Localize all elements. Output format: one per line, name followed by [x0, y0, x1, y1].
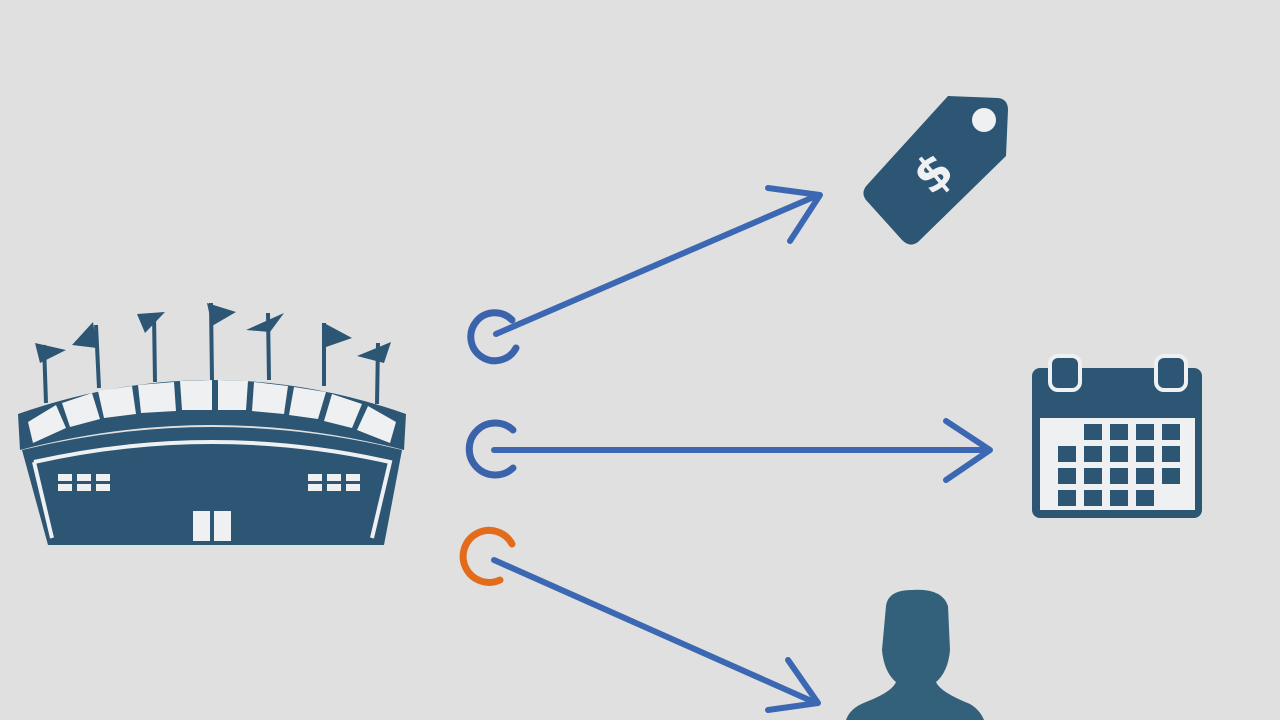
- flag-1: [35, 343, 66, 404]
- connector-node-middle: [465, 419, 517, 479]
- calendar-grid: [1058, 424, 1180, 506]
- flag-6: [322, 323, 352, 386]
- stadium-icon: [18, 302, 406, 545]
- flag-5: [246, 312, 284, 381]
- flag-3: [137, 312, 165, 383]
- price-tag-hole: [972, 108, 996, 132]
- arrow-to-person: [491, 557, 821, 713]
- connector-node-top: [467, 309, 520, 365]
- stadium-door: [193, 511, 231, 541]
- connector-node-bottom: [459, 526, 516, 586]
- arrow-to-price-tag: [493, 185, 823, 337]
- stadium-body: [22, 427, 402, 545]
- arrow-to-calendar: [491, 418, 993, 483]
- stadium-flags: [35, 302, 391, 405]
- flag-2: [72, 322, 101, 389]
- person-icon: [846, 589, 984, 720]
- stadium-trim: [32, 440, 393, 539]
- stadium-panels: [28, 380, 396, 443]
- calendar-icon: [1032, 354, 1202, 518]
- flag-7: [357, 342, 391, 405]
- stadium-windows-right: [308, 474, 360, 491]
- calendar-rings: [1048, 354, 1188, 392]
- price-tag-icon: $: [863, 96, 1008, 245]
- flag-4: [207, 302, 236, 381]
- stadium-windows-left: [58, 474, 110, 491]
